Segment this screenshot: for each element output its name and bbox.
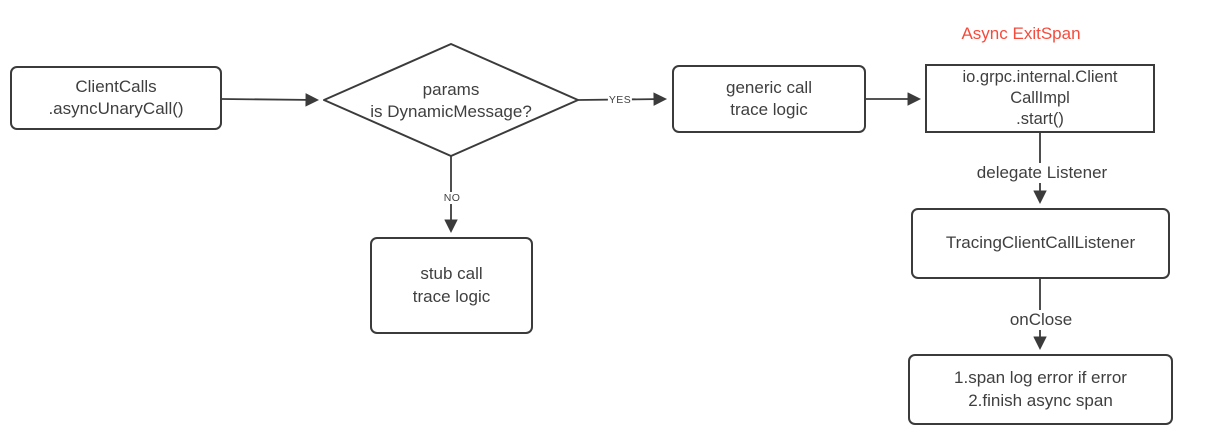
- node-clientcallimpl-line1: io.grpc.internal.Client: [962, 67, 1118, 86]
- edge-label-delegate-listener: delegate Listener: [973, 163, 1111, 183]
- node-tracing-listener: TracingClientCallListener: [911, 208, 1170, 279]
- node-generic-call-line1: generic call: [726, 77, 812, 97]
- node-clientcalls: ClientCalls .asyncUnaryCall(): [10, 66, 222, 130]
- node-tracing-listener-line1: TracingClientCallListener: [945, 233, 1136, 253]
- node-stub-call-line2: trace logic: [412, 286, 491, 306]
- node-onclose-actions: 1.span log error if error 2.finish async…: [908, 354, 1173, 425]
- node-onclose-actions-line1: 1.span log error if error: [954, 368, 1127, 388]
- node-decision-line2: is DynamicMessage?: [370, 102, 532, 122]
- node-onclose-actions-line2: 2.finish async span: [968, 390, 1113, 410]
- node-clientcalls-line1: ClientCalls: [75, 76, 157, 96]
- edge-label-yes: YES: [607, 94, 633, 106]
- node-clientcalls-line2: .asyncUnaryCall(): [48, 99, 184, 118]
- node-stub-call-line1: stub call: [420, 264, 483, 284]
- edge-clientcalls-to-decision: [221, 93, 320, 107]
- node-generic-call-line2: trace logic: [730, 100, 808, 119]
- node-decision-line1: params: [422, 80, 480, 99]
- node-clientcallimpl: io.grpc.internal.Client CallImpl .start(…: [925, 64, 1155, 133]
- node-stub-call: stub call trace logic: [370, 237, 533, 334]
- edge-label-no: NO: [442, 192, 462, 204]
- node-generic-call: generic call trace logic: [672, 65, 866, 133]
- node-clientcallimpl-line2: CallImpl: [1010, 88, 1070, 107]
- async-exitspan-title: Async ExitSpan: [961, 24, 1081, 43]
- node-clientcallimpl-line3: .start(): [1016, 110, 1064, 129]
- node-decision-label: params is DynamicMessage?: [341, 79, 561, 123]
- edge-label-onclose: onClose: [1006, 310, 1076, 330]
